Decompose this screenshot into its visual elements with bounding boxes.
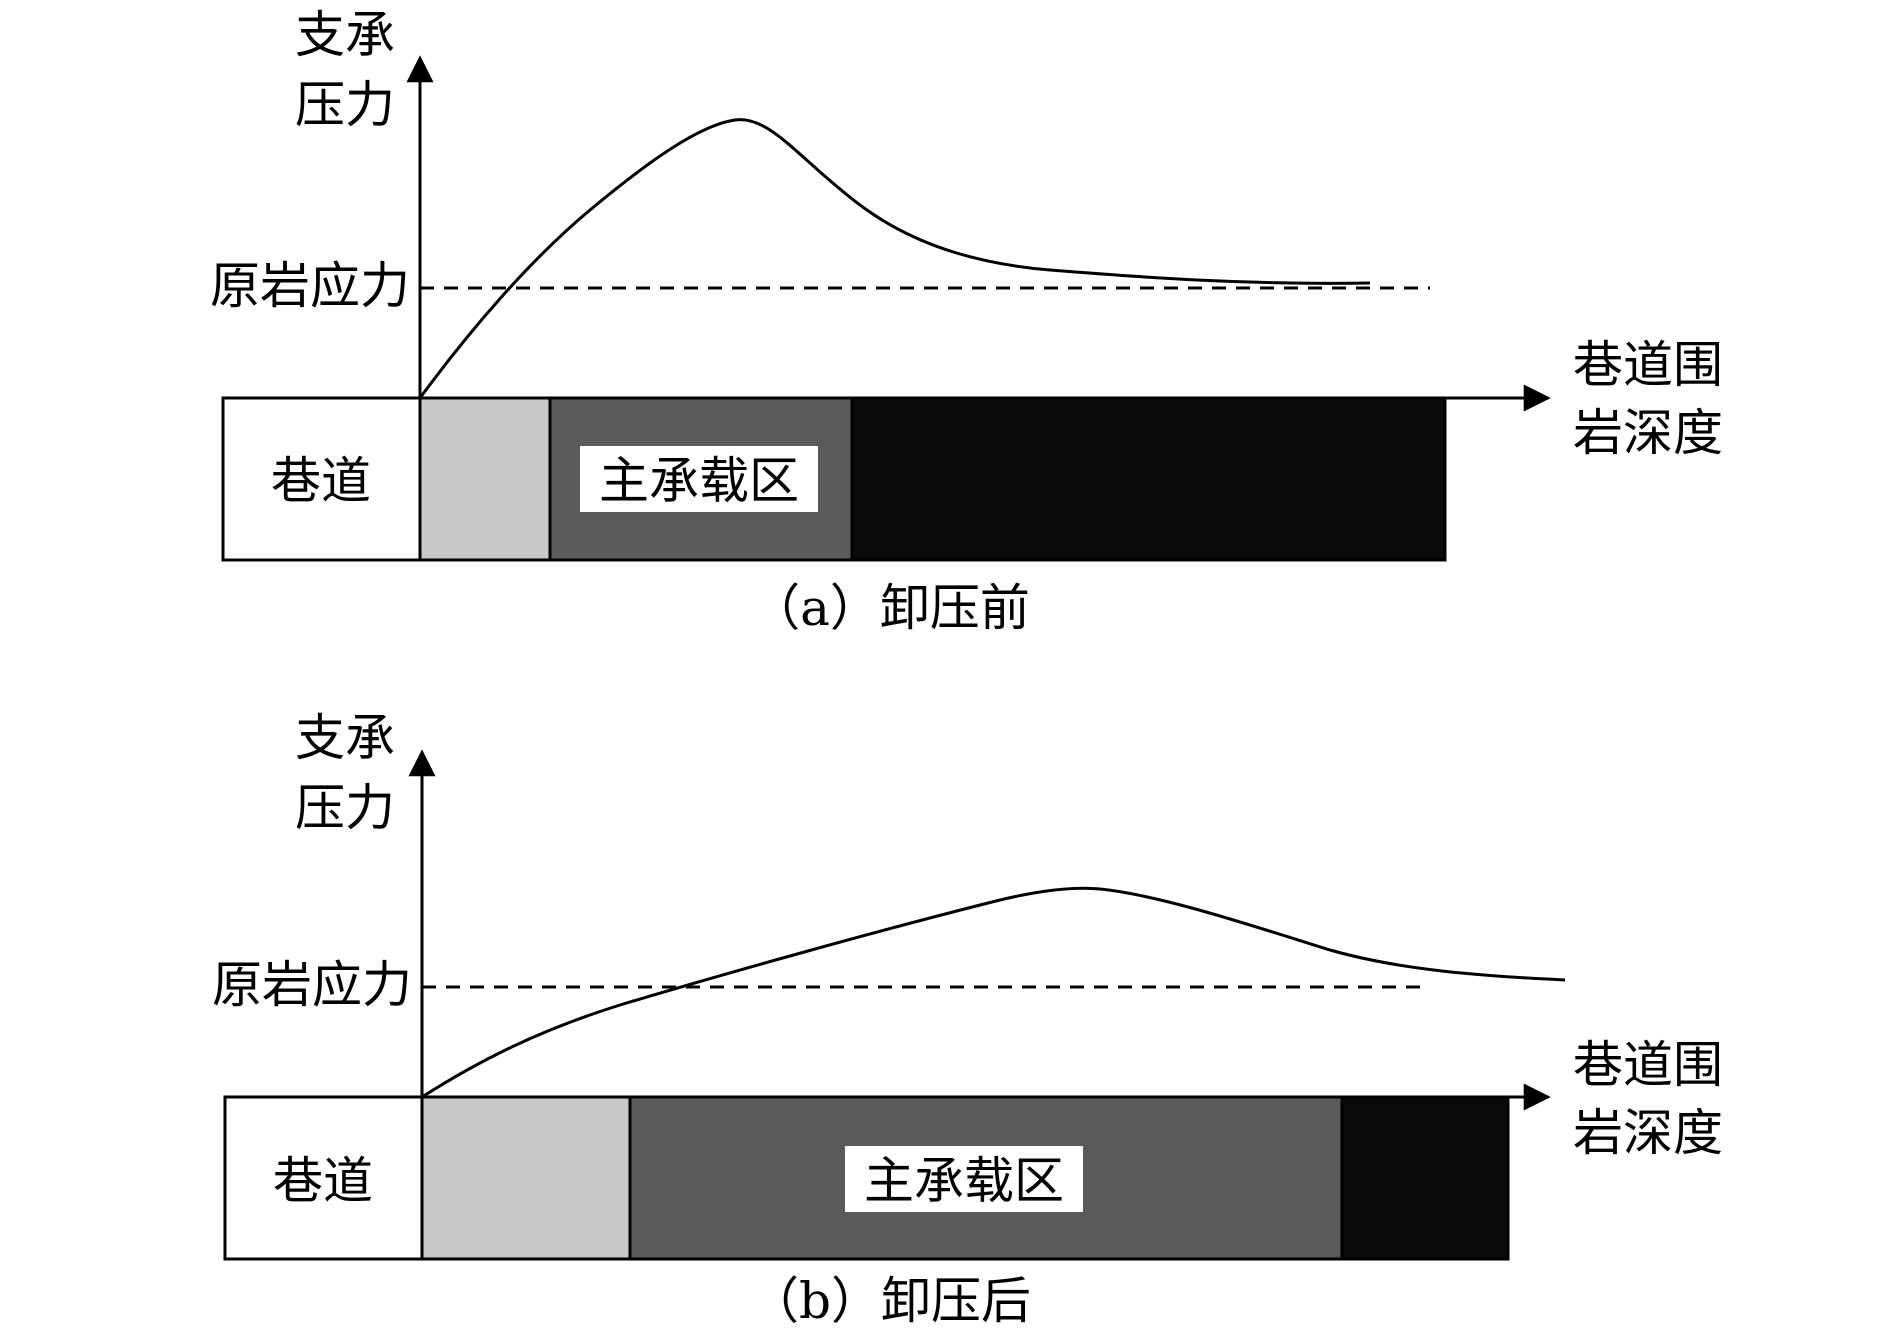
panel-a: 巷道 主承载区 支承 压力 原岩应力 巷道围 岩深度 （a）卸压前 <box>210 6 1723 637</box>
panel-b-x-axis-label-line1: 巷道围 <box>1573 1036 1723 1094</box>
panel-b-y-axis-label-line1: 支承 <box>295 709 395 767</box>
panel-a-main-bearing-zone-label: 主承载区 <box>599 452 799 510</box>
panel-b-main-bearing-zone-label: 主承载区 <box>864 1152 1064 1210</box>
panel-b-y-axis-label-line2: 压力 <box>295 779 395 837</box>
panel-b-in-situ-stress-label: 原岩应力 <box>212 956 412 1014</box>
panel-b-black-zone <box>1340 1095 1510 1261</box>
panel-b-x-axis-label-line2: 岩深度 <box>1573 1104 1723 1162</box>
panel-a-light-zone <box>418 396 552 562</box>
panel-a-stress-curve <box>418 118 1371 399</box>
panel-a-in-situ-stress-label: 原岩应力 <box>210 257 410 315</box>
panel-a-y-axis-label-line1: 支承 <box>295 6 395 64</box>
panel-a-x-axis-label-line2: 岩深度 <box>1573 404 1723 462</box>
panel-a-roadway-label: 巷道 <box>271 452 371 510</box>
panel-a-roadway-box <box>221 396 422 562</box>
panel-a-zone-label-plate <box>580 446 818 512</box>
panel-b-zone-label-plate <box>845 1146 1083 1212</box>
panel-a-black-zone <box>850 396 1447 562</box>
panel-a-y-axis-label-line2: 压力 <box>295 76 395 134</box>
panel-a-caption: （a）卸压前 <box>750 579 1030 637</box>
panel-a-x-axis-label-line1: 巷道围 <box>1573 336 1723 394</box>
panel-b-stress-curve <box>421 886 1566 1099</box>
panel-b-light-zone <box>420 1095 632 1261</box>
panel-b-roadway-label: 巷道 <box>273 1152 373 1210</box>
panel-b: 巷道 主承载区 支承 压力 原岩应力 巷道围 岩深度 （b）卸压后 <box>212 709 1723 1330</box>
panel-b-caption: （b）卸压后 <box>749 1272 1031 1328</box>
